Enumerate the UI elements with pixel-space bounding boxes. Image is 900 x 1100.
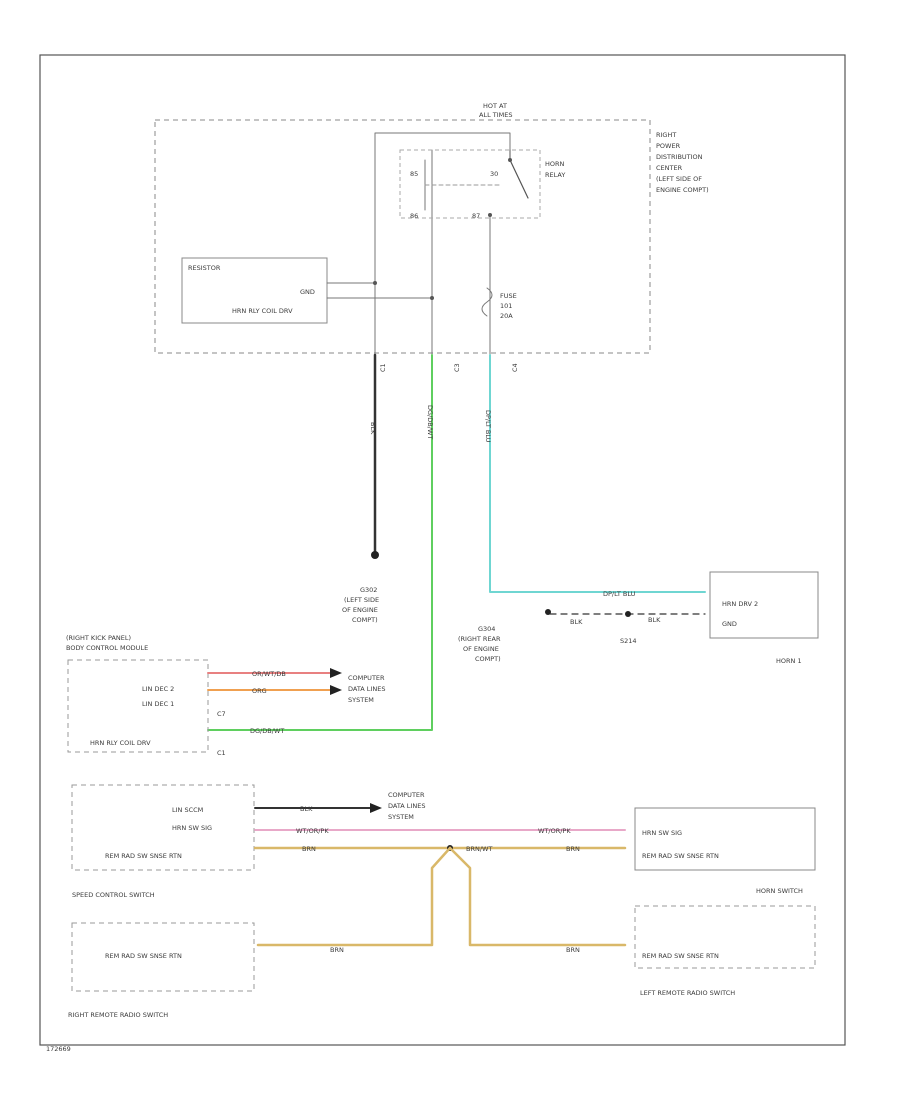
scs-data-dest-1: COMPUTER	[388, 791, 425, 799]
pdc-box	[154, 119, 651, 354]
scs-pin-rtn: REM RAD SW SNSE RTN	[105, 852, 182, 860]
g302-label-2: (LEFT SIDE	[344, 596, 379, 604]
bcm-title-2: BODY CONTROL MODULE	[66, 644, 148, 652]
pdc-label-2: POWER	[656, 142, 681, 150]
horn-1-box	[709, 571, 819, 639]
horn-switch-pin-rtn: REM RAD SW SNSE RTN	[642, 852, 719, 860]
relay-pin-87: 87	[472, 212, 480, 220]
scs-data-dest-2: DATA LINES	[388, 802, 425, 810]
cyan-wire-label: DP/LT BLU	[484, 410, 492, 443]
right-remote-radio-switch-title: RIGHT REMOTE RADIO SWITCH	[68, 1011, 168, 1019]
pdc-label-4: CENTER	[656, 164, 683, 172]
pdc-label-5: (LEFT SIDE OF	[656, 175, 702, 183]
g304-label-3: OF ENGINE	[463, 645, 499, 653]
bcm-connector-c7: C7	[217, 710, 226, 718]
bcm-title-1: (RIGHT KICK PANEL)	[66, 634, 131, 642]
power-source-label-2: ALL TIMES	[479, 111, 512, 119]
diagram-id: 172669	[46, 1045, 71, 1053]
ground-g302-point	[371, 551, 379, 559]
g302-label-3: OF ENGINE	[342, 606, 378, 614]
g304-label-4: COMPT)	[475, 655, 501, 663]
horn-pin-drv: HRN DRV 2	[722, 600, 758, 608]
green-wire-label: DG/DB/WT	[426, 405, 434, 439]
resistor-box	[181, 257, 328, 324]
horn-switch-box	[634, 807, 816, 871]
lr-radio-wire-label: BRN	[566, 946, 580, 954]
resistor-label: RESISTOR	[188, 264, 221, 272]
diagram-frame	[39, 54, 846, 1046]
bcm-data-dest-1: COMPUTER	[348, 674, 385, 682]
horn-pin-gnd: GND	[722, 620, 737, 628]
g302-label-4: COMPT)	[352, 616, 378, 624]
relay-pin-86: 86	[410, 212, 418, 220]
scs-lin-wire-label: BLK	[300, 805, 313, 813]
pdc-connector-c1: C1	[379, 363, 387, 372]
scs-rtn-wire-label-right: BRN	[566, 845, 580, 853]
horn-relay-box	[399, 149, 541, 219]
pdc-label-3: DISTRIBUTION	[656, 153, 703, 161]
resistor-pin-hrn-rly: HRN RLY COIL DRV	[232, 307, 293, 315]
g302-label-1: G302	[360, 586, 377, 594]
pdc-label-6: ENGINE COMPT)	[656, 186, 709, 194]
pdc-connector-c3: C3	[453, 363, 461, 372]
lr-radio-pin-rtn: REM RAD SW SNSE RTN	[642, 952, 719, 960]
bcm-pin-hrn-rly: HRN RLY COIL DRV	[90, 739, 151, 747]
relay-pin-85: 85	[410, 170, 418, 178]
fuse-label-2: 101	[500, 302, 512, 310]
left-remote-radio-switch-title: LEFT REMOTE RADIO SWITCH	[640, 989, 735, 997]
scs-horn-wire-label-right: WT/OR/PK	[538, 827, 571, 835]
bcm-pin-lin-dec-1: LIN DEC 1	[142, 700, 174, 708]
scs-pin-hrn-sw: HRN SW SIG	[172, 824, 212, 832]
bcm-data-dest-2: DATA LINES	[348, 685, 385, 693]
horn-gnd-wire-label-1: BLK	[570, 618, 583, 626]
scs-data-dest-3: SYSTEM	[388, 813, 414, 821]
horn-gnd-wire-label-2: BLK	[648, 616, 661, 624]
fuse-label-3: 20A	[500, 312, 513, 320]
resistor-pin-gnd: GND	[300, 288, 315, 296]
scs-horn-wire-label-left: WT/OR/PK	[296, 827, 329, 835]
relay-label-2: RELAY	[545, 171, 565, 179]
relay-label-1: HORN	[545, 160, 565, 168]
cyan-wire-horn-drv	[489, 354, 706, 593]
left-radio-rtn-wire	[448, 846, 627, 947]
relay-pin-30: 30	[490, 170, 498, 178]
g304-label-1: G304	[478, 625, 495, 633]
horn-switch-pin-sig: HRN SW SIG	[642, 829, 682, 837]
g304-label-2: (RIGHT REAR	[458, 635, 501, 643]
speed-control-switch-box	[71, 784, 255, 871]
rr-radio-wire-label: BRN	[330, 946, 344, 954]
scs-rtn-wire-label-left: BRN	[302, 845, 316, 853]
green-wire-hrn-rly-coil	[207, 354, 433, 731]
right-remote-radio-switch-box	[71, 922, 255, 992]
horn-switch-title: HORN SWITCH	[756, 887, 803, 895]
rr-radio-pin-rtn: REM RAD SW SNSE RTN	[105, 952, 182, 960]
bcm-data-dest-3: SYSTEM	[348, 696, 374, 704]
horn-1-title: HORN 1	[776, 657, 802, 665]
fuse-label-1: FUSE	[500, 292, 517, 300]
power-source-label-1: HOT AT	[483, 102, 507, 110]
right-radio-rtn-wire	[256, 846, 452, 947]
speed-control-switch-title: SPEED CONTROL SWITCH	[72, 891, 155, 899]
bcm-pin-lin-dec-2: LIN DEC 2	[142, 685, 174, 693]
bcm-connector-c1: C1	[217, 749, 226, 757]
bcm-green-wire-label: DG/DB/WT	[250, 727, 284, 735]
lin-orange-wire-label: ORG	[252, 687, 267, 695]
scs-pin-lin: LIN SCCM	[172, 806, 203, 814]
left-remote-radio-switch-box	[634, 905, 816, 969]
lin-red-wire-label: OR/WT/DB	[252, 670, 286, 678]
bcm-box	[67, 659, 209, 753]
ground-wire-label: BLK	[369, 422, 377, 435]
pdc-label-1: RIGHT	[656, 131, 676, 139]
scs-rtn-wire-label-mid: BRN/WT	[466, 845, 492, 853]
splice-s214: S214	[620, 637, 637, 645]
pdc-connector-c4: C4	[511, 363, 519, 372]
cyan-wire-horn-label: DP/LT BLU	[603, 590, 636, 598]
